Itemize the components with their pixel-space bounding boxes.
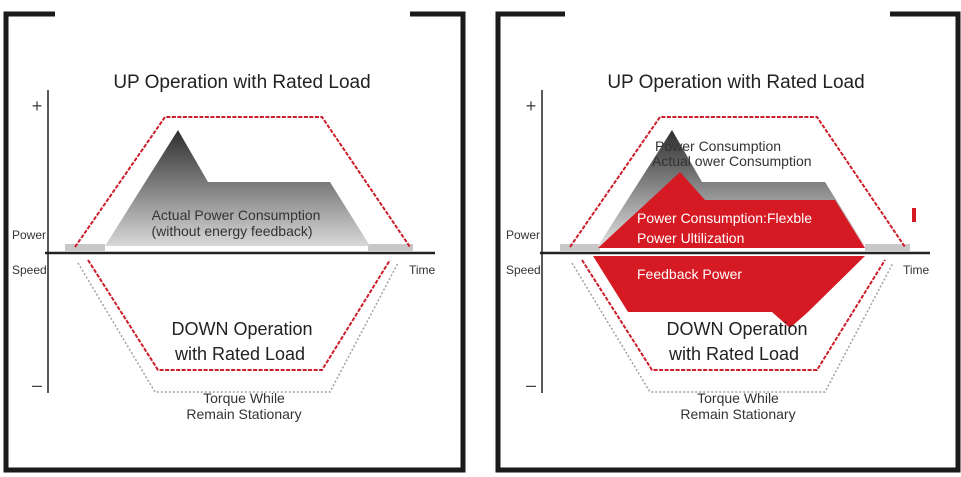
- right-down-outline: [581, 259, 886, 371]
- right-idle-bar-start: [560, 244, 600, 252]
- left-up-title: UP Operation with Rated Load: [113, 72, 370, 93]
- left-down-title-line1: DOWN Operation: [171, 319, 312, 339]
- left-actual-power-line1: Actual Power Consumption: [152, 207, 321, 223]
- right-speed-label: Speed: [506, 263, 541, 277]
- right-power-label: Power: [506, 228, 540, 242]
- right-torque-line2: Remain Stationary: [680, 406, 795, 422]
- right-minus-sign: –: [526, 375, 536, 395]
- left-torque-line1: Torque While: [203, 390, 285, 406]
- right-idle-bar-end: [865, 244, 910, 252]
- left-up-outline: [74, 116, 411, 248]
- right-feedback-power-label: Feedback Power: [637, 266, 742, 282]
- left-torque-outline: [77, 262, 399, 393]
- right-feedback-power-area: [593, 256, 865, 328]
- left-actual-power-line2: (without energy feedback): [151, 223, 312, 239]
- left-minus-sign: –: [32, 375, 42, 395]
- right-frame: [495, 11, 961, 473]
- right-plus-sign: +: [526, 96, 537, 116]
- right-up-outline: [569, 116, 906, 248]
- right-edge-red-mark: [912, 208, 916, 222]
- left-speed-label: Speed: [12, 263, 47, 277]
- right-time-label: Time: [903, 263, 930, 277]
- left-down-title-line2: with Rated Load: [174, 344, 305, 364]
- right-panel: UP Operation with Rated Load + – Power S…: [495, 11, 961, 473]
- right-torque-line1: Torque While: [697, 390, 779, 406]
- left-frame: [3, 11, 466, 473]
- left-power-label: Power: [12, 228, 46, 242]
- left-idle-bar-end: [368, 244, 413, 252]
- left-panel: UP Operation with Rated Load + – Power S…: [3, 11, 466, 473]
- right-flexible-line1: Power Consumption:Flexble: [637, 210, 812, 226]
- left-idle-bar-start: [65, 244, 105, 252]
- right-power-consumption-label: Power Consumption: [655, 138, 781, 154]
- right-flexible-power-area: [598, 172, 865, 248]
- left-down-outline: [87, 259, 391, 371]
- left-actual-power-area: [105, 130, 370, 246]
- right-flexible-line2: Power Ultilization: [637, 230, 744, 246]
- left-torque-line2: Remain Stationary: [186, 406, 301, 422]
- left-plus-sign: +: [32, 96, 43, 116]
- right-up-title: UP Operation with Rated Load: [607, 72, 864, 93]
- right-down-title-line1: DOWN Operation: [666, 319, 807, 339]
- right-actual-power-label: Actual ower Consumption: [652, 153, 812, 169]
- right-down-title-line2: with Rated Load: [668, 344, 799, 364]
- left-time-label: Time: [409, 263, 436, 277]
